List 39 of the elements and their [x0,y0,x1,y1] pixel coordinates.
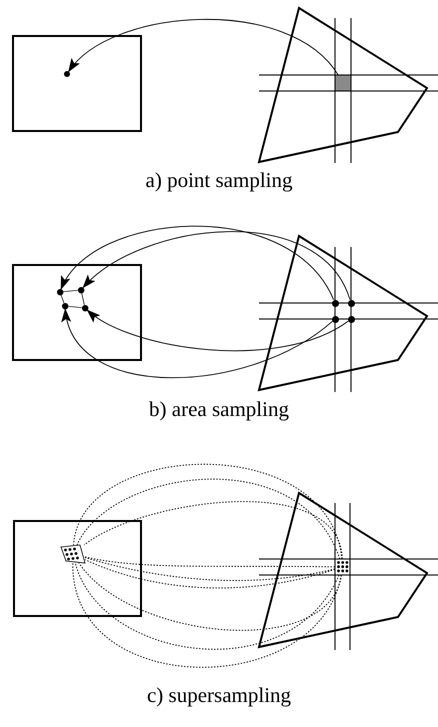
dotted-mapping-curve [78,562,342,630]
mapping-arrow [63,308,333,378]
mapping-arrow [68,18,339,76]
pixel-corner-point [348,300,354,306]
caption: b) area sampling [149,397,289,422]
pixel-sample-grid [335,559,350,575]
mapping-arrow [82,231,350,300]
screen-polygon [259,236,427,390]
caption: c) supersampling [146,683,292,708]
footprint-corner-point [56,288,64,296]
caption: a) point sampling [146,168,292,193]
footprint-sample-grid [61,545,85,563]
pixel-corner-point [332,316,338,322]
dotted-mapping-curve [84,556,336,568]
pixel-corner-point [332,300,338,306]
dotted-mapping-curve [74,562,340,650]
footprint-edge [81,292,85,306]
dotted-mapping-curve [76,478,340,560]
footprint-corner-point [82,304,88,312]
dotted-mapping-curve [84,559,336,588]
pixel-corner-point [348,316,354,322]
sample-point [64,71,70,77]
mapping-arrow [86,310,349,352]
footprint-edge [60,294,64,304]
dotted-mapping-curve [73,464,342,560]
texture-rectangle [12,264,142,361]
mapping-arrow [60,226,334,300]
footprint-edge [68,306,82,308]
dotted-mapping-curve [84,501,343,560]
texture-rectangle [13,520,142,617]
footprint-corner-point [62,302,68,310]
shaded-pixel [335,75,351,91]
screen-polygon [259,8,427,162]
texture-rectangle [12,35,142,132]
dotted-mapping-curve [84,557,336,581]
screen-polygon [259,493,427,647]
footprint-corner-point [78,286,84,294]
footprint-edge [62,290,78,292]
dotted-mapping-curve [72,562,342,668]
